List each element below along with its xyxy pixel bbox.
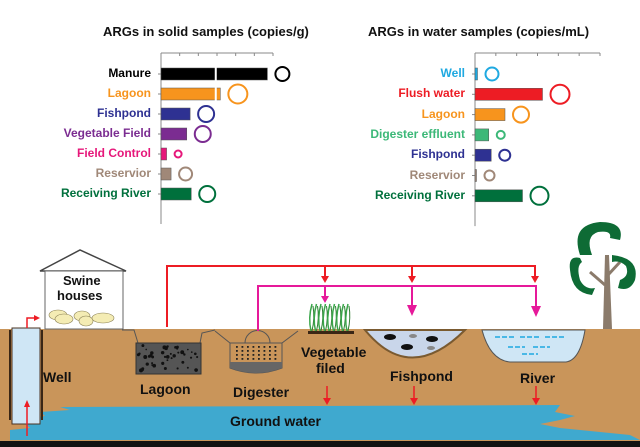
scene	[0, 222, 640, 447]
digester-label: Digester	[233, 384, 290, 400]
category-label: Reservior	[95, 166, 151, 180]
category-label: Vegetable Field	[63, 126, 151, 140]
abundance-circle	[498, 148, 512, 162]
category-label: Lagoon	[107, 86, 151, 100]
vegetable-plants	[308, 303, 351, 332]
axis-break-mark	[214, 67, 217, 81]
abundance-circle	[495, 129, 506, 140]
swine-houses-label-line1: Swine	[63, 273, 101, 288]
bar	[474, 148, 492, 162]
river-label: River	[520, 370, 556, 386]
category-label: Receiving River	[60, 186, 151, 200]
category-label: Reservior	[409, 167, 465, 182]
water-chart-title: ARGs in water samples (copies/mL)	[368, 24, 590, 39]
lagoon-flow-lines	[166, 265, 536, 327]
abundance-circle	[178, 166, 194, 182]
category-label: Receiving River	[374, 187, 465, 202]
digester-sludge	[230, 362, 282, 373]
tree-icon	[569, 222, 636, 329]
water-samples-chart	[472, 52, 601, 227]
category-label: Manure	[108, 66, 151, 80]
vegetable-bed	[308, 331, 354, 334]
groundwater-label: Ground water	[230, 413, 322, 429]
well-up-arrowhead	[24, 400, 30, 407]
well-out-arrow	[26, 317, 35, 328]
bar	[160, 107, 191, 121]
bar	[474, 88, 543, 101]
abundance-circle	[484, 66, 500, 82]
bar	[474, 108, 506, 121]
category-label: Digester effluent	[370, 126, 465, 141]
bar	[474, 189, 523, 203]
river	[481, 329, 586, 363]
abundance-circle	[173, 149, 183, 159]
lagoon-pit	[135, 342, 202, 375]
fish-icons	[384, 334, 438, 350]
category-label: Fishpond	[97, 106, 151, 120]
category-label: Lagoon	[421, 106, 465, 121]
solid-samples-chart	[158, 52, 291, 224]
bar	[474, 128, 489, 142]
abundance-circle	[198, 185, 217, 203]
bar	[160, 187, 192, 201]
bar	[160, 147, 167, 161]
abundance-circle	[193, 125, 212, 143]
solid-chart-title: ARGs in solid samples (copies/g)	[103, 24, 309, 39]
abundance-circle	[529, 185, 550, 206]
digester-particles	[236, 346, 277, 360]
well-label: Well	[43, 369, 72, 385]
vegetable-label-line2: filed	[316, 360, 345, 376]
abundance-circle	[549, 83, 571, 105]
abundance-circle	[483, 169, 496, 182]
bar	[160, 127, 188, 141]
well-shaft	[11, 327, 41, 425]
digester-flow-lines	[257, 285, 537, 331]
bar	[160, 167, 172, 181]
abundance-circle	[227, 83, 249, 105]
lagoon-label: Lagoon	[140, 381, 191, 397]
lagoon-particles	[136, 344, 199, 373]
swine-house-roof	[39, 249, 127, 272]
fishpond-label: Fishpond	[390, 368, 453, 384]
bar	[474, 67, 478, 81]
category-label: Flush water	[398, 86, 465, 101]
well-out-arrowhead	[34, 315, 40, 321]
digester-flow-arrowheads	[321, 296, 541, 317]
leaching-arrows	[323, 386, 540, 405]
vegetable-label-line1: Vegetable	[301, 344, 367, 360]
abundance-circle	[197, 105, 216, 123]
category-label: Well	[440, 66, 465, 80]
category-label: Field Control	[77, 146, 151, 160]
river-ripples	[495, 336, 565, 355]
swine-houses-label-line2: houses	[57, 288, 103, 303]
axis-break-mark	[214, 87, 217, 101]
bar	[160, 67, 268, 81]
pigs	[48, 309, 115, 327]
lagoon-flow-arrowheads	[321, 276, 539, 283]
abundance-circle	[512, 105, 530, 124]
abundance-circle	[274, 66, 291, 82]
bar	[474, 169, 477, 182]
bar	[160, 87, 221, 101]
groundwater	[10, 405, 640, 440]
frame-bottom	[0, 441, 640, 447]
category-label: Fishpond	[411, 147, 465, 162]
